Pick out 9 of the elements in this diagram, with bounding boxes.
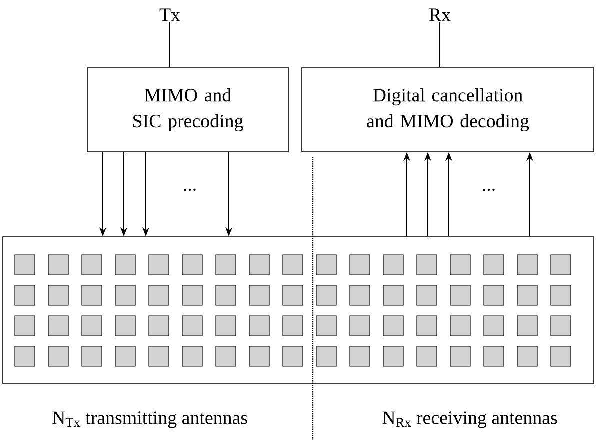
array-caption: N$_{Tx}$ transmitting antennas xyxy=(52,412,248,428)
process-box: MIMO and SIC precoding xyxy=(87,68,289,152)
signal-label: Tx xyxy=(160,8,180,22)
array-caption: N$_{Rx}$ receiving antennas xyxy=(382,412,558,428)
ellipsis: ... xyxy=(184,188,196,192)
ellipsis: ... xyxy=(483,188,495,192)
signal-label: Rx xyxy=(430,8,451,22)
process-box: Digital cancellation and MIMO decoding xyxy=(302,68,594,152)
antenna-array xyxy=(2,236,594,384)
